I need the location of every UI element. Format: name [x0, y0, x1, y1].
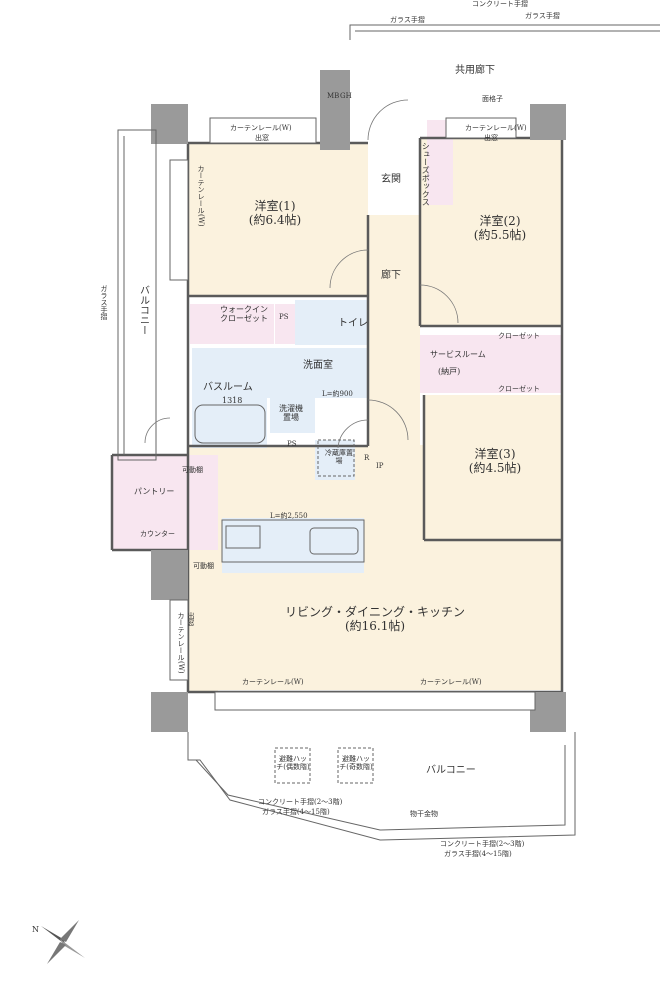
- closet-label-2: クローゼット: [498, 385, 540, 393]
- entrance-label: 玄関: [381, 174, 401, 185]
- room-western2-name: 洋室(2): [479, 214, 521, 228]
- north-label: N: [32, 925, 39, 934]
- windows: [169, 117, 536, 711]
- compass-icon: [41, 920, 85, 964]
- room-western2: 洋室(2) (約5.5帖): [460, 214, 540, 243]
- bath-size-label: 1318: [222, 396, 243, 405]
- curtain-rail-left-upper: カーテンレール(W): [197, 165, 206, 227]
- room-ldk-size: (約16.1帖): [344, 618, 406, 633]
- toilet-label: トイレ: [338, 318, 368, 329]
- rail-note-left-1: コンクリート手摺(2〜3階): [258, 798, 343, 806]
- rail-note-right-1: コンクリート手摺(2〜3階): [440, 840, 525, 848]
- curtain-rail-bottom-right: カーテンレール(W): [420, 678, 482, 686]
- rail-note-left-2: ガラス手摺(4〜15階): [262, 808, 330, 816]
- outer-window-top-right: 出窓: [484, 134, 498, 142]
- common-corridor-label: 共用廊下: [455, 65, 495, 76]
- glass-rail-top-2: ガラス手摺: [525, 12, 560, 20]
- columns: [151, 70, 566, 732]
- corridor-label: 廊下: [381, 270, 401, 281]
- counter-label: カウンター: [140, 530, 175, 538]
- washroom-label: 洗面室: [303, 360, 333, 371]
- room-ldk: リビング・ダイニング・キッチン (約16.1帖): [275, 605, 475, 634]
- wash-length-label: L=約900: [322, 390, 353, 398]
- room-western3-name: 洋室(3): [474, 447, 516, 461]
- ip-label: IP: [376, 462, 384, 470]
- closet-label-1: クローゼット: [498, 332, 540, 340]
- room-western1: 洋室(1) (約6.4帖): [235, 199, 315, 228]
- room-fills: [112, 120, 562, 692]
- curtain-rail-bottom-left: カーテンレール(W): [242, 678, 304, 686]
- movable-shelf-label-2: 可動棚: [193, 562, 214, 570]
- service-room-sub-label: (納戸): [438, 367, 461, 376]
- mb-label: MB: [327, 92, 340, 100]
- doors: [144, 99, 459, 449]
- ps-label-2: PS: [287, 440, 297, 448]
- service-room-label: サービスルーム: [430, 350, 486, 359]
- room-western2-size: (約5.5帖): [473, 227, 527, 242]
- room-western1-size: (約6.4帖): [248, 212, 302, 227]
- room-western1-name: 洋室(1): [254, 199, 296, 213]
- room-western3: 洋室(3) (約4.5帖): [455, 447, 535, 476]
- evac-hatches: [274, 439, 374, 784]
- glass-rail-side: ガラス手摺: [100, 285, 109, 320]
- curtain-rail-left-lower: カーテンレール(W): [177, 612, 186, 674]
- outer-window-top-left: 出窓: [255, 134, 269, 142]
- evac-hatch-left: 避難ハッチ(偶数階): [276, 755, 310, 772]
- balcony-bottom-label: バルコニー: [426, 765, 476, 776]
- gh-label: GH: [340, 92, 352, 100]
- movable-shelf-label-1: 可動棚: [182, 466, 203, 474]
- ps-label-1: PS: [279, 313, 289, 321]
- curtain-rail-top-right: カーテンレール(W): [465, 124, 527, 132]
- room-western3-size: (約4.5帖): [468, 460, 522, 475]
- lattice-label: 面格子: [482, 95, 503, 103]
- evac-hatch-right: 避難ハッチ(奇数階): [339, 755, 373, 772]
- room-ldk-name: リビング・ダイニング・キッチン: [284, 605, 465, 619]
- kitchen: [194, 404, 365, 563]
- bathroom-label: バスルーム: [203, 382, 253, 393]
- curtain-rail-top-left: カーテンレール(W): [230, 124, 292, 132]
- outer-window-left-lower: 出窓: [187, 612, 196, 626]
- laundry-label: 洗濯機置場: [279, 404, 303, 423]
- concrete-rail-top: コンクリート手摺: [472, 0, 528, 8]
- glass-rail-top-1: ガラス手摺: [390, 16, 425, 24]
- balcony-outline: [117, 24, 660, 841]
- walkin-closet-label: ウォークインクローゼット: [220, 305, 268, 324]
- r-label: R: [364, 454, 370, 462]
- shoes-box-label: シューズボックス: [421, 142, 431, 206]
- rail-note-right-2: ガラス手摺(4〜15階): [444, 850, 512, 858]
- pantry-label: パントリー: [134, 487, 175, 496]
- fridge-label: 冷蔵庫置場: [325, 449, 353, 466]
- drying-hardware-label: 物干金物: [410, 810, 438, 818]
- kitchen-length-label: L=約2,550: [270, 512, 308, 520]
- balcony-side-label: バルコニー: [137, 285, 149, 335]
